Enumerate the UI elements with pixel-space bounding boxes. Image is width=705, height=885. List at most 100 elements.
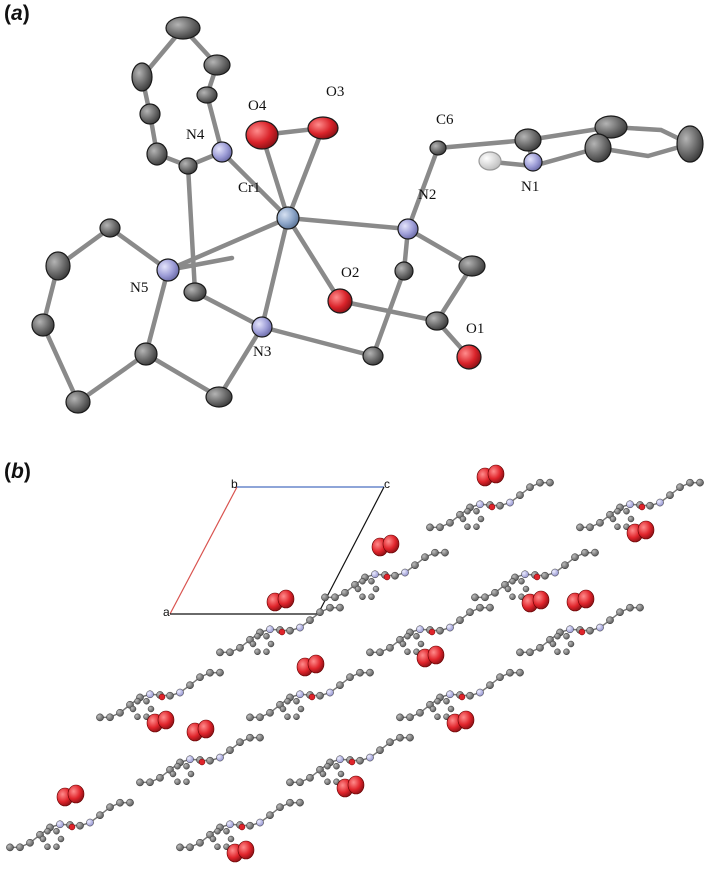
atom-label-n4: N4	[186, 127, 205, 143]
carbon-atom	[263, 632, 270, 640]
carbon-atom	[518, 577, 525, 585]
carbon-atom	[266, 811, 274, 820]
carbon-atom	[426, 523, 434, 532]
carbon-atom	[223, 827, 230, 835]
carbon-atom	[187, 770, 195, 778]
oxygen-atom	[427, 645, 445, 665]
carbon-atom	[372, 585, 380, 593]
nitrogen-atom	[521, 570, 529, 579]
carbon-atom	[546, 478, 554, 487]
carbon-atom	[514, 128, 542, 152]
carbon-atom	[549, 640, 557, 648]
oxygen-atom	[198, 758, 206, 766]
carbon-atom	[296, 798, 304, 807]
carbon-atom	[563, 648, 570, 656]
carbon-atom	[404, 632, 411, 640]
carbon-atom	[178, 157, 198, 175]
carbon-atom	[254, 632, 261, 640]
carbon-atom	[376, 648, 384, 657]
nitrogen-atom-n3	[251, 316, 273, 338]
axis-a-line	[169, 486, 238, 615]
carbon-atom	[413, 632, 420, 640]
carbon-atom	[326, 603, 334, 612]
carbon-atom	[226, 648, 234, 657]
carbon-atom	[526, 483, 534, 492]
carbon-atom	[129, 705, 137, 713]
carbon-atom	[306, 616, 314, 625]
packed-molecule	[516, 589, 644, 657]
nitrogen-atom	[266, 625, 274, 634]
carbon-atom	[106, 713, 114, 722]
carbon-atom	[623, 507, 630, 515]
atom-label-o4: O4	[248, 98, 267, 114]
unit-cell-label-a: a	[163, 605, 170, 619]
carbon-atom	[267, 640, 275, 648]
carbon-atom	[606, 616, 614, 625]
carbon-atom	[147, 705, 155, 713]
oxygen-atom	[638, 503, 646, 511]
nitrogen-atom	[476, 688, 484, 697]
carbon-atom	[554, 648, 561, 656]
carbon-atom	[254, 648, 261, 656]
carbon-atom	[509, 577, 516, 585]
carbon-atom	[216, 668, 224, 677]
carbon-atom	[536, 478, 544, 487]
carbon-atom	[165, 16, 201, 40]
carbon-atom	[443, 697, 450, 705]
oxygen-atom	[278, 628, 286, 636]
carbon-atom	[256, 713, 264, 722]
carbon-atom	[359, 593, 366, 601]
carbon-atom	[616, 608, 624, 617]
nitrogen-atom	[366, 753, 374, 762]
carbon-atom	[477, 515, 485, 523]
unit-cell-label-b: b	[231, 477, 238, 491]
carbon-atom	[466, 691, 474, 700]
oxygen-atom	[457, 710, 475, 730]
oxygen-atom	[158, 693, 166, 701]
carbon-atom	[139, 103, 161, 125]
carbon-atom	[16, 843, 24, 852]
packed-molecule	[136, 719, 264, 787]
carbon-atom	[526, 648, 534, 657]
atom-label-n1: N1	[521, 179, 539, 195]
carbon-atom	[266, 708, 274, 717]
carbon-atom	[506, 668, 514, 677]
carbon-atom	[396, 733, 404, 742]
carbon-atom	[541, 571, 549, 580]
carbon-atom	[276, 803, 284, 812]
carbon-atom	[356, 756, 364, 765]
carbon-atom	[486, 603, 494, 612]
carbon-atom	[609, 515, 617, 523]
carbon-atom	[386, 738, 394, 747]
carbon-atom	[696, 478, 704, 487]
carbon-atom	[174, 778, 181, 786]
atom-label-o3: O3	[326, 84, 344, 100]
carbon-atom	[216, 648, 224, 657]
carbon-atom	[567, 640, 575, 648]
atom-label-c6: C6	[436, 112, 454, 128]
carbon-atom	[434, 697, 441, 705]
carbon-atom	[436, 626, 444, 635]
carbon-atom	[286, 626, 294, 635]
nitrogen-atom	[86, 818, 94, 827]
carbon-atom	[481, 593, 489, 602]
carbon-atom	[336, 603, 344, 612]
nitrogen-atom	[256, 818, 264, 827]
nitrogen-atom	[216, 753, 224, 762]
nitrogen-atom	[506, 498, 514, 507]
carbon-atom	[356, 668, 364, 677]
carbon-atom	[284, 697, 291, 705]
carbon-atom	[44, 827, 51, 835]
carbon-atom	[576, 523, 584, 532]
nitrogen-atom-n5	[156, 258, 180, 282]
atom-label-cr1: Cr1	[238, 180, 261, 196]
nitrogen-atom-n4	[211, 141, 233, 163]
carbon-atom	[183, 762, 190, 770]
carbon-atom	[65, 390, 91, 414]
carbon-atom	[206, 668, 214, 677]
carbon-atom	[554, 632, 561, 640]
carbon-atom	[284, 713, 291, 721]
carbon-atom	[196, 86, 218, 104]
oxygen-atom-o1	[456, 344, 482, 370]
carbon-atom	[214, 827, 221, 835]
